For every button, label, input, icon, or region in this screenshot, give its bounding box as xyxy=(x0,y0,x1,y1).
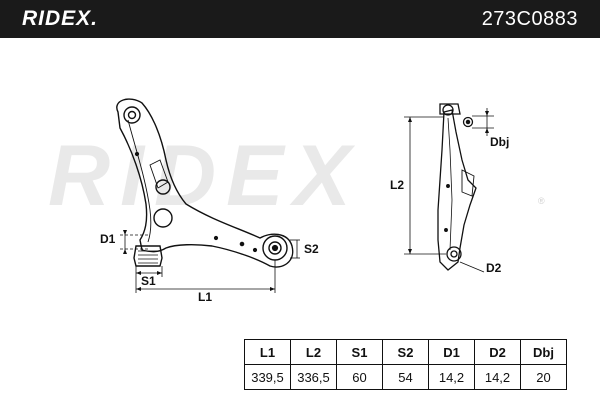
technical-drawing: RIDEX ® xyxy=(48,98,545,304)
arrowheads-side xyxy=(408,111,489,254)
spec-value-l1: 339,5 xyxy=(244,364,291,390)
header-bar: RIDEX. 273C0883 xyxy=(0,0,600,38)
spec-header-s2: S2 xyxy=(382,339,429,365)
label-s2: S2 xyxy=(304,242,319,256)
spec-value-d1: 14,2 xyxy=(428,364,475,390)
control-arm-front-view xyxy=(116,98,294,268)
part-number: 273C0883 xyxy=(481,8,578,30)
spec-header-row: L1 L2 S1 S2 D1 D2 Dbj xyxy=(244,339,567,365)
spec-header-d2: D2 xyxy=(474,339,521,365)
spec-value-l2: 336,5 xyxy=(290,364,337,390)
spec-header-l1: L1 xyxy=(244,339,291,365)
watermark-registered: ® xyxy=(538,196,545,206)
spec-header-d1: D1 xyxy=(428,339,475,365)
spec-header-s1: S1 xyxy=(336,339,383,365)
spec-value-row: 339,5 336,5 60 54 14,2 14,2 20 xyxy=(244,364,567,390)
dimension-lines-side xyxy=(404,108,494,273)
spec-value-s2: 54 xyxy=(382,364,429,390)
label-d2: D2 xyxy=(486,261,502,275)
watermark-text: RIDEX xyxy=(48,128,361,224)
arrowheads-front xyxy=(123,230,275,291)
control-arm-side-view xyxy=(437,103,477,271)
label-dbj: Dbj xyxy=(490,135,509,149)
spec-value-dbj: 20 xyxy=(520,364,567,390)
spec-table: L1 L2 S1 S2 D1 D2 Dbj 339,5 336,5 60 54 … xyxy=(244,339,567,390)
spec-value-d2: 14,2 xyxy=(474,364,521,390)
brand-logo: RIDEX. xyxy=(22,7,99,30)
label-d1: D1 xyxy=(100,232,116,246)
spec-header-l2: L2 xyxy=(290,339,337,365)
label-s1: S1 xyxy=(141,274,156,288)
label-l1: L1 xyxy=(198,290,212,304)
label-l2: L2 xyxy=(390,178,404,192)
spec-value-s1: 60 xyxy=(336,364,383,390)
spec-header-dbj: Dbj xyxy=(520,339,567,365)
